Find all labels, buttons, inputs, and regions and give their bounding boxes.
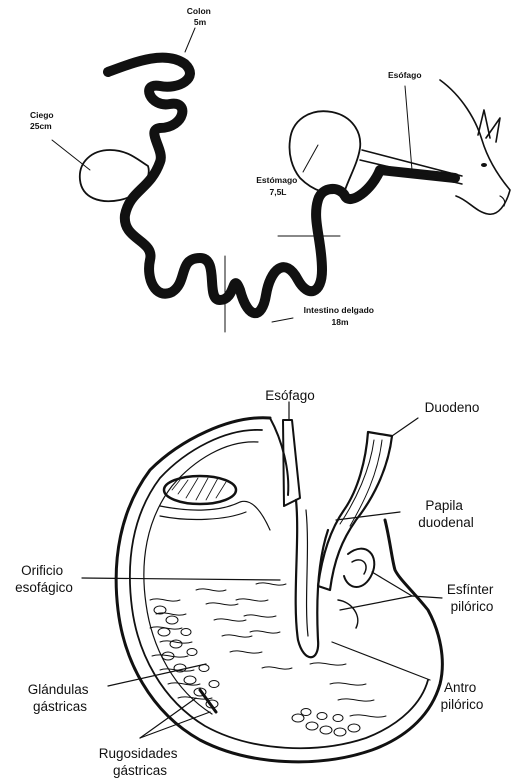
- stomach-section-diagram: Esófago Duodeno Papila duodenal Orificio…: [15, 388, 497, 778]
- stomach-outer-wall: [116, 418, 442, 762]
- label-glandulas-gastricas: Glándulas gástricas: [28, 682, 93, 714]
- duodeno-tube: [318, 432, 392, 590]
- fundus-pattern: [164, 476, 236, 504]
- label-intestino-delgado: Intestino delgado 18m: [304, 305, 377, 327]
- digestive-tract-diagram: Colon 5m Ciego 25cm Esófago Estómago 7,5…: [30, 6, 510, 332]
- label-colon: Colon 5m: [187, 6, 213, 27]
- label-esofago-bottom: Esófago: [265, 388, 315, 403]
- estomago-shape: [289, 111, 360, 193]
- digestive-tube: [108, 58, 455, 314]
- goat-head-drawing: [440, 80, 510, 214]
- label-orificio-esofagico: Orificio esofágico: [15, 563, 73, 595]
- label-esofago-top: Esófago: [388, 70, 422, 80]
- label-duodeno: Duodeno: [425, 400, 480, 415]
- rugae-pattern: [150, 583, 386, 717]
- label-antro-pilorico: Antro pilórico: [441, 680, 484, 712]
- label-esfinter-pilorico: Esfínter pilórico: [447, 582, 497, 614]
- label-rugosidades-gastricas: Rugosidades gástricas: [99, 746, 182, 778]
- label-ciego: Ciego 25cm: [30, 110, 56, 131]
- label-papila-duodenal: Papila duodenal: [418, 498, 474, 530]
- label-estomago: Estómago 7,5L: [256, 175, 299, 197]
